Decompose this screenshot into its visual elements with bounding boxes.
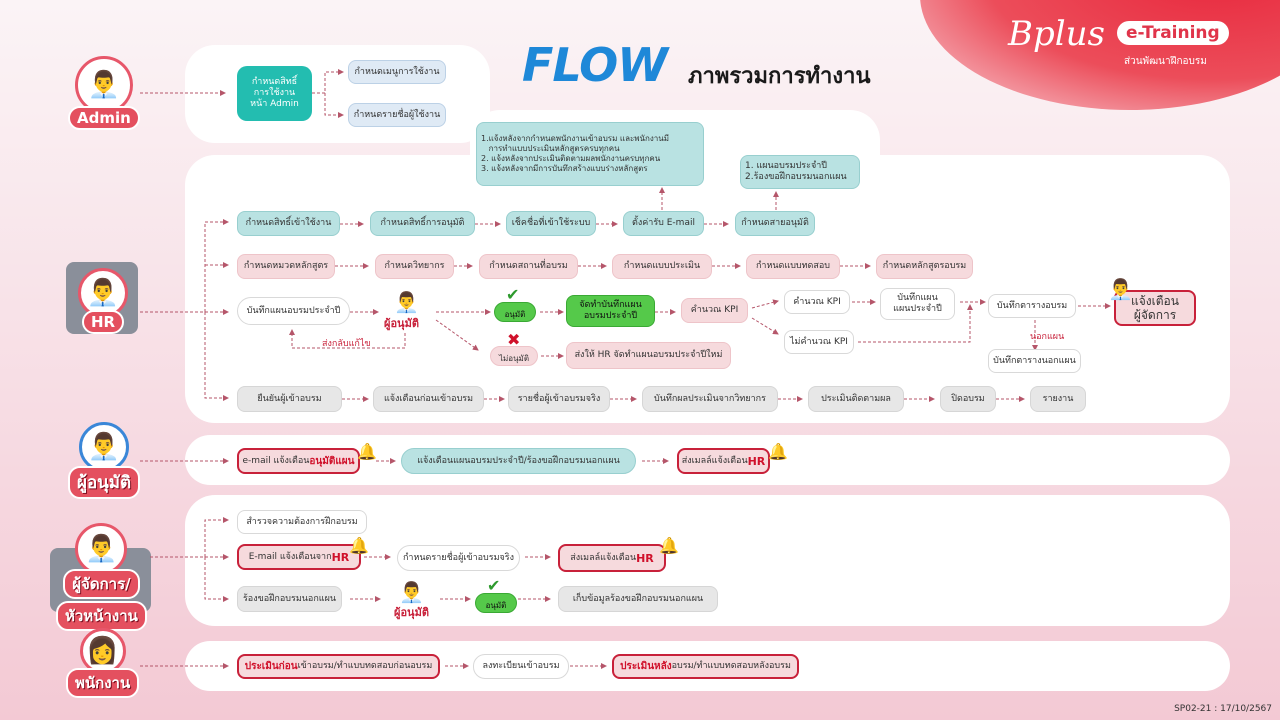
approver-send-prefix: ส่งเมลล์แจ้งเตือน <box>681 455 748 466</box>
employee-pre-bold: ประเมินก่อน <box>244 661 298 672</box>
hr-calc-kpi-node: คำนวณ KPI <box>681 298 748 323</box>
manager-email-bold: HR <box>331 550 350 564</box>
hr-row4-step-3: รายชื่อผู้เข้าอบรมจริง <box>508 386 610 412</box>
manager-request-node: ร้องขอฝึกอบรมนอกแผน <box>237 586 342 612</box>
admin-menu-node: กำหนดเมนูการใช้งาน <box>348 60 446 84</box>
hr-make-plan-node: จัดทำบันทึกแผน อบรมประจำปี <box>566 295 655 327</box>
hr-schedule-node: บันทึกตารางอบรม <box>988 294 1076 318</box>
role-manager-label-1: ผู้จัดการ/ <box>63 569 140 599</box>
role-hr: 👨‍💼 HR <box>78 268 128 334</box>
hr-row1-step-1: กำหนดสิทธิ์เข้าใช้งาน <box>237 211 340 236</box>
hr-schedule-outside-node: บันทึกตารางนอกแผน <box>988 349 1081 373</box>
hr-save-plan-node: บันทึกแผน แผนประจำปี <box>880 288 955 320</box>
manager-names-node: กำหนดรายชื่อผู้เข้าอบรมจริง <box>397 545 520 571</box>
hr-approved-badge: อนุมัติ <box>494 302 536 322</box>
hr-row4-step-5: ประเมินติดตามผล <box>808 386 904 412</box>
hr-return-node: ส่งให้ HR จัดทำแผนอบรมประจำปีใหม่ <box>566 342 731 369</box>
manager-notify-icon: 👨‍💼 <box>1108 277 1133 301</box>
hr-row4-step-2: แจ้งเตือนก่อนเข้าอบรม <box>373 386 484 412</box>
manager-send-bold: HR <box>636 551 654 565</box>
hr-row4-step-6: ปิดอบรม <box>940 386 996 412</box>
brand-subtitle: ส่วนพัฒนาฝึกอบรม <box>1124 56 1207 67</box>
role-manager: 👨‍💼 ผู้จัดการ/ หัวหน้างาน <box>56 523 147 631</box>
role-approver: 👨‍💼 ผู้อนุมัติ <box>68 422 141 499</box>
hr-row2-step-2: กำหนดวิทยากร <box>375 254 454 279</box>
hr-row2-step-5: กำหนดแบบทดสอบ <box>746 254 840 279</box>
hr-calc-no-node: ไม่คำนวณ KPI <box>784 330 854 354</box>
hr-calc-yes-node: คำนวณ KPI <box>784 290 850 314</box>
hr-panel <box>185 155 1230 423</box>
manager-survey-node: สำรวจความต้องการฝึกอบรม <box>237 510 367 534</box>
approver-email-node: e-mail แจ้งเตือนอนุมัติแผน <box>237 448 360 474</box>
check-icon: ✔ <box>506 285 520 304</box>
manager-store-node: เก็บข้อมูลร้องขอฝึกอบรมนอกแผน <box>558 586 718 612</box>
manager-email-prefix: E-mail แจ้งเตือนจาก <box>248 551 332 562</box>
hr-row1-step-5: กำหนดสายอนุมัติ <box>735 211 815 236</box>
hr-outside-label: นอกแผน <box>1030 332 1065 342</box>
bell-icon: 🔔 <box>659 536 679 555</box>
hr-notes-box: 1.แจ้งหลังจากกำหนดพนักงานเข้าอบรม และพนั… <box>476 122 704 186</box>
hr-row4-step-7: รายงาน <box>1030 386 1086 412</box>
brand-badge: e-Training <box>1117 21 1229 45</box>
approver-avatar-icon: 👨‍💼 <box>79 422 130 472</box>
hr-row2-step-3: กำหนดสถานที่อบรม <box>479 254 578 279</box>
hr-row2-step-6: กำหนดหลักสูตรอบรม <box>876 254 973 279</box>
approver-email-prefix: e-mail แจ้งเตือน <box>242 455 310 466</box>
hr-plan-types-box: 1. แผนอบรมประจำปี 2.ร้องขอฝึกอบรมนอกแผน <box>740 155 860 189</box>
manager-send-node: ส่งเมลล์แจ้งเตือน HR <box>558 544 666 572</box>
footer-code: SP02-21 : 17/10/2567 <box>1174 704 1272 714</box>
approver-send-node: ส่งเมลล์แจ้งเตือน HR <box>677 448 770 474</box>
hr-row4-step-4: บันทึกผลประเมินจากวิทยากร <box>642 386 778 412</box>
page-title: ภาพรวมการทำงาน <box>688 64 871 89</box>
admin-users-node: กำหนดรายชื่อผู้ใช้งาน <box>348 103 446 127</box>
hr-row2-step-4: กำหนดแบบประเมิน <box>612 254 712 279</box>
employee-post-node: ประเมินหลังอบรม/ทำแบบทดสอบหลังอบรม <box>612 654 799 679</box>
bell-icon: 🔔 <box>357 442 377 461</box>
manager-avatar-icon: 👨‍💼 <box>75 523 128 575</box>
brand-script: Bplus <box>1008 14 1105 54</box>
hr-plan-node: บันทึกแผนอบรมประจำปี <box>237 297 350 325</box>
check-icon: ✔ <box>487 576 501 595</box>
bell-icon: 🔔 <box>349 536 369 555</box>
employee-post-rest: อบรม/ทำแบบทดสอบหลังอบรม <box>671 661 791 671</box>
hr-send-back-label: ส่งกลับแก้ไข <box>322 339 371 349</box>
role-approver-label: ผู้อนุมัติ <box>68 466 141 499</box>
hr-row1-step-2: กำหนดสิทธิ์การอนุมัติ <box>370 211 475 236</box>
hr-notify-manager-node: แจ้งเตือน ผู้จัดการ <box>1114 290 1196 326</box>
employee-pre-node: ประเมินก่อนเข้าอบรม/ทำแบบทดสอบก่อนอบรม <box>237 654 440 679</box>
employee-pre-rest: เข้าอบรม/ทำแบบทดสอบก่อนอบรม <box>297 661 433 671</box>
role-employee-label: พนักงาน <box>66 668 140 698</box>
role-employee: 👩 พนักงาน <box>66 628 140 698</box>
employee-register-node: ลงทะเบียนเข้าอบรม <box>473 654 569 679</box>
manager-approver-label: ผู้อนุมัติ <box>394 606 429 619</box>
employee-post-bold: ประเมินหลัง <box>620 661 672 672</box>
hr-row1-step-3: เช็คชื่อที่เข้าใช้ระบบ <box>506 211 596 236</box>
manager-approved-badge: อนุมัติ <box>475 593 517 613</box>
role-hr-label: HR <box>81 310 125 334</box>
hr-row1-step-4: ตั้งค่ารับ E-mail <box>623 211 704 236</box>
approver-email-bold: อนุมัติแผน <box>309 455 355 467</box>
role-admin: 👨‍💼 Admin <box>68 56 140 130</box>
manager-approver-icon: 👨‍💼 <box>399 580 424 604</box>
bell-icon: 🔔 <box>768 442 788 461</box>
hr-row4-step-1: ยืนยันผู้เข้าอบรม <box>237 386 342 412</box>
manager-send-prefix: ส่งเมลล์แจ้งเตือน <box>570 552 637 563</box>
cross-icon: ✖ <box>507 330 521 349</box>
hr-approver-label: ผู้อนุมัติ <box>384 317 419 330</box>
role-admin-label: Admin <box>68 106 140 130</box>
approver-notice-node: แจ้งเตือนแผนอบรมประจำปี/ร้องขอฝึกอบรมนอก… <box>401 448 636 474</box>
hr-not-approved-badge: ไม่อนุมัติ <box>490 346 538 366</box>
approver-send-bold: HR <box>747 454 766 468</box>
hr-avatar-icon: 👨‍💼 <box>78 268 128 318</box>
hr-row2-step-1: กำหนดหมวดหลักสูตร <box>237 254 335 279</box>
hr-approver-icon: 👨‍💼 <box>394 290 419 314</box>
flow-logo: FLOW <box>522 38 668 92</box>
admin-root-node: กำหนดสิทธิ์ การใช้งาน หน้า Admin <box>237 66 312 121</box>
manager-email-node: E-mail แจ้งเตือนจาก HR <box>237 544 361 570</box>
